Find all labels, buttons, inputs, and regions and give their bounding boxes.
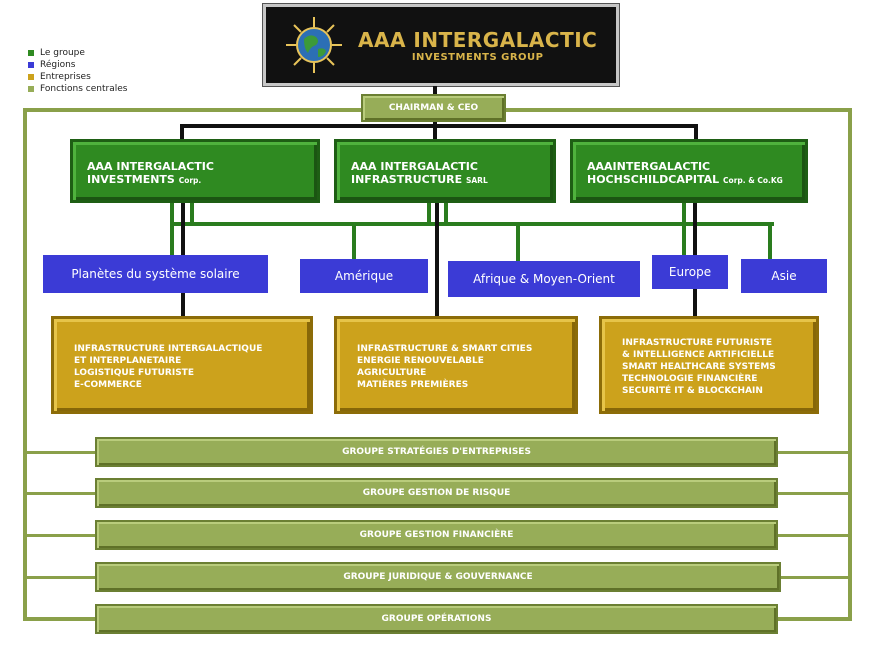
function-bar-strategies: GROUPE STRATÉGIES D'ENTREPRISES [95, 437, 778, 467]
connector-line [778, 492, 852, 495]
connector-line [433, 122, 437, 140]
function-bar-legal: GROUPE JURIDIQUE & GOUVERNANCE [95, 562, 781, 592]
connector-line [180, 124, 184, 140]
connector-line [170, 222, 774, 226]
connector-line [778, 576, 852, 579]
connector-line [682, 222, 686, 260]
function-bar-operations: GROUPE OPÉRATIONS [95, 604, 778, 634]
connector-line [170, 202, 174, 264]
connector-line [180, 124, 698, 128]
enterprise-line: TECHNOLOGIE FINANCIÈRE [622, 374, 758, 384]
connector-line [435, 202, 439, 318]
connector-line [768, 222, 772, 262]
enterprise-box-investments: INFRASTRUCTURE INTERGALACTIQUE ET INTERP… [51, 316, 313, 414]
connector-line [427, 202, 431, 224]
connector-line [23, 492, 95, 495]
logo-subtitle: INVESTMENTS GROUP [411, 51, 544, 63]
connector-line [516, 222, 520, 262]
function-bar-finance: GROUPE GESTION FINANCIÈRE [95, 520, 778, 550]
legend-swatch [28, 74, 34, 80]
legend-swatch [28, 50, 34, 56]
legend-item-enterprises: Entreprises [28, 71, 127, 83]
region-label: Asie [741, 259, 827, 293]
company-name: AAA INTERGALACTIC [351, 160, 478, 173]
connector-line [444, 202, 448, 224]
company-name: HOCHSCHILDCAPITAL [587, 173, 720, 186]
company-investments: AAA INTERGALACTIC INVESTMENTS Corp. [70, 139, 320, 203]
connector-line [682, 202, 686, 224]
legend-item-functions: Fonctions centrales [28, 83, 127, 95]
group-logo: AAA INTERGALACTIC INVESTMENTS GROUP [263, 4, 619, 86]
enterprise-line: SMART HEALTHCARE SYSTEMS [622, 362, 776, 372]
region-banner-america: Amérique [300, 259, 428, 293]
function-bar-risk: GROUPE GESTION DE RISQUE [95, 478, 778, 508]
region-label: Planètes du système solaire [43, 255, 268, 293]
region-banner-europe: Europe [652, 255, 728, 289]
region-banner-solar-system: Planètes du système solaire [43, 255, 268, 293]
company-legal-form: Corp. & Co.KG [723, 176, 783, 185]
legend-item-group: Le groupe [28, 47, 127, 59]
company-name: AAA INTERGALACTIC [87, 160, 214, 173]
region-banner-africa-middle-east: Afrique & Moyen-Orient [448, 261, 640, 297]
enterprise-box-infrastructure: INFRASTRUCTURE & SMART CITIES ENERGIE RE… [334, 316, 578, 414]
enterprise-line: ET INTERPLANETAIRE [74, 356, 182, 366]
connector-line [23, 534, 95, 537]
enterprise-line: INFRASTRUCTURE & SMART CITIES [357, 344, 533, 354]
company-name: INVESTMENTS [87, 173, 175, 186]
enterprise-line: SECURITÉ IT & BLOCKCHAIN [622, 386, 763, 396]
connector-line [23, 451, 95, 454]
company-legal-form: Corp. [178, 176, 202, 185]
enterprise-line: AGRICULTURE [357, 368, 427, 378]
connector-line [23, 576, 95, 579]
enterprise-line: LOGISTIQUE FUTURISTE [74, 368, 194, 378]
enterprise-line: MATIÈRES PREMIÈRES [357, 380, 469, 390]
company-name: AAAINTERGALACTIC [587, 160, 711, 173]
company-infrastructure: AAA INTERGALACTIC INFRASTRUCTURE SARL [334, 139, 556, 203]
legend-label: Fonctions centrales [40, 84, 128, 94]
region-label: Afrique & Moyen-Orient [448, 261, 640, 297]
region-label: Amérique [300, 259, 428, 293]
chairman-ceo-box: CHAIRMAN & CEO [361, 94, 506, 122]
connector-line [352, 222, 356, 262]
logo-title: AAA INTERGALACTIC [358, 27, 598, 52]
enterprise-line: ENERGIE RENOUVELABLE [357, 356, 484, 366]
globe-icon [286, 17, 342, 73]
legend-swatch [28, 86, 34, 92]
enterprise-line: INFRASTRUCTURE INTERGALACTIQUE [74, 344, 263, 354]
legend-label: Le groupe [40, 48, 85, 58]
enterprise-box-hochschildcapital: INFRASTRUCTURE FUTURISTE & INTELLIGENCE … [599, 316, 819, 414]
company-name: INFRASTRUCTURE [351, 173, 463, 186]
region-banner-asia: Asie [741, 259, 827, 293]
connector-line [190, 202, 194, 224]
legend: Le groupe Régions Entreprises Fonctions … [28, 47, 127, 95]
region-label: Europe [652, 255, 728, 289]
legend-item-regions: Régions [28, 59, 127, 71]
legend-label: Régions [40, 60, 76, 70]
connector-line [778, 534, 852, 537]
company-hochschildcapital: AAAINTERGALACTIC HOCHSCHILDCAPITAL Corp.… [570, 139, 808, 203]
enterprise-line: & INTELLIGENCE ARTIFICIELLE [622, 350, 775, 360]
enterprise-line: E-COMMERCE [74, 380, 142, 390]
logo-text: AAA INTERGALACTIC INVESTMENTS GROUP [358, 28, 597, 63]
enterprise-line: INFRASTRUCTURE FUTURISTE [622, 338, 772, 348]
connector-line [694, 124, 698, 140]
connector-line [778, 451, 852, 454]
legend-swatch [28, 62, 34, 68]
company-legal-form: SARL [465, 176, 488, 185]
connector-line [433, 86, 437, 95]
legend-label: Entreprises [40, 72, 91, 82]
